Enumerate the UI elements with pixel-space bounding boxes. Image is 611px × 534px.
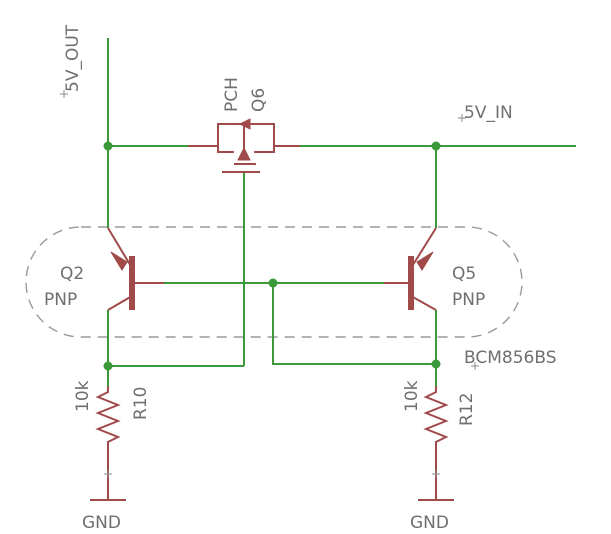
q6-arrow: [237, 146, 251, 161]
q6-right-channel: [254, 146, 275, 153]
q5-collector-lead: [410, 295, 437, 311]
q5-emitter-lead: [410, 227, 437, 269]
r10-resistor-symbol: [95, 386, 121, 458]
r10-name-label: R10: [131, 387, 151, 420]
net-label-5v-in: 5V_IN: [464, 103, 513, 123]
r12-zigzag: [423, 386, 449, 458]
origin-marker: [458, 114, 466, 122]
junction-dot: [431, 141, 441, 151]
q6-pmos-symbol: [188, 118, 300, 173]
junction-dot: [103, 141, 113, 151]
junction-dot: [431, 359, 441, 369]
origin-marker: [60, 90, 68, 98]
r10-value-label: 10k: [73, 380, 93, 412]
r10-zigzag: [95, 386, 121, 458]
q6-value-label: PCH: [222, 77, 242, 112]
r12-name-label: R12: [457, 393, 477, 426]
wire-base-to-r12: [272, 283, 436, 365]
q2-pnp-symbol: [107, 227, 164, 311]
origin-marker: [432, 470, 440, 478]
r12-resistor-symbol: [423, 386, 449, 458]
q2-value-label: PNP: [44, 290, 77, 310]
q2-emitter-arrow: [110, 251, 128, 271]
r12-value-label: 10k: [402, 380, 422, 412]
origin-marker: [104, 470, 112, 478]
origin-marker: [471, 362, 479, 370]
q5-value-label: PNP: [452, 290, 485, 310]
q5-pnp-symbol: [384, 227, 437, 311]
q2-emitter-lead: [107, 227, 133, 269]
q5-name-label: Q5: [452, 264, 476, 284]
junction-dot: [268, 278, 278, 288]
q6-diode-icon: [238, 118, 251, 130]
q6-name-label: Q6: [249, 88, 269, 112]
wires: [107, 38, 576, 386]
junction-dot: [103, 361, 113, 371]
gnd-left-label: GND: [82, 513, 121, 533]
q2-collector-lead: [107, 295, 133, 311]
gnd-right-label: GND: [410, 513, 449, 533]
q6-left-channel: [217, 146, 234, 153]
q5-emitter-arrow: [416, 251, 434, 271]
pair-part-label: BCM856BS: [464, 348, 557, 368]
net-label-5v-out: 5V_OUT: [63, 24, 83, 92]
q2-name-label: Q2: [60, 264, 84, 284]
